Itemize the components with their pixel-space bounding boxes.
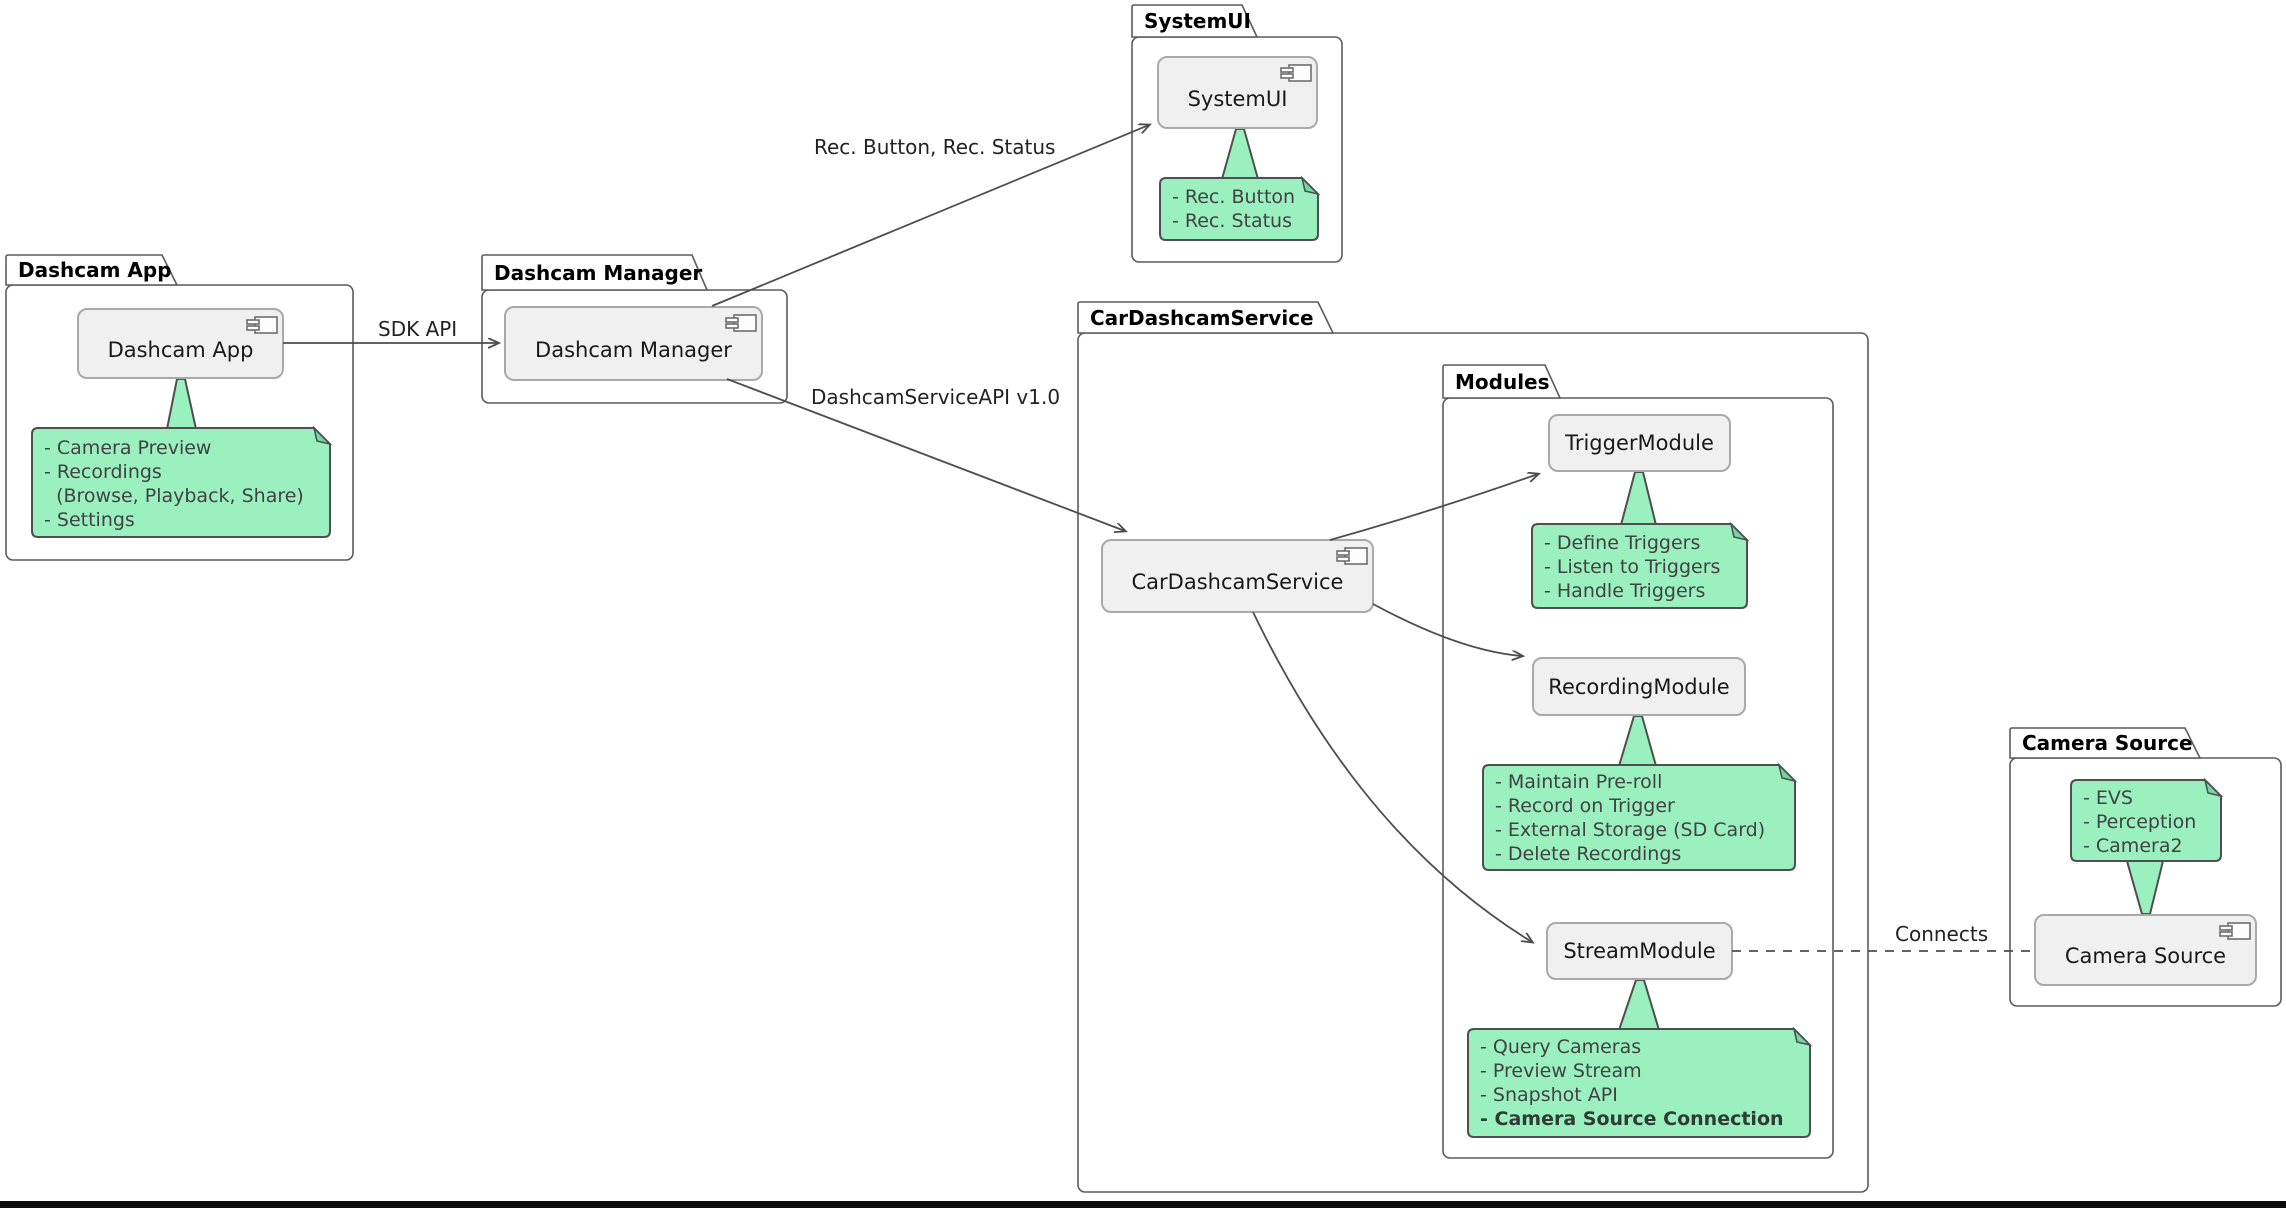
edge-dashcam-service-api <box>726 378 1125 531</box>
package-tab <box>1077 301 1335 334</box>
note-fold-icon <box>1729 521 1750 542</box>
component-label-dashcam-manager: Dashcam Manager <box>535 337 732 362</box>
component-label-car-dashcam-service: CarDashcamService <box>1131 570 1344 594</box>
note-stream-module <box>1467 1028 1811 1138</box>
note-text-trigger-module: - Define Triggers- Listen to Triggers- H… <box>1544 532 1721 602</box>
component-car-dashcam-service <box>1101 539 1374 613</box>
component-label-stream-module: StreamModule <box>1563 939 1716 963</box>
component-label-recording-module: RecordingModule <box>1548 674 1730 699</box>
component-recording-module <box>1532 657 1746 716</box>
note-text-dashcam-app: - Camera Preview- Recordings (Browse, Pl… <box>44 437 304 531</box>
note-recording-module <box>1482 764 1796 871</box>
component-label-camera-source: Camera Source <box>2064 944 2227 968</box>
note-text-camera-source: - EVS- Perception- Camera2 <box>2083 787 2197 857</box>
package-label-modules: Modules <box>1455 369 1550 394</box>
component-systemui <box>1157 56 1318 129</box>
note-fold-icon <box>312 425 333 446</box>
note-fold-icon <box>1777 762 1798 783</box>
package-label-dashcam-manager: Dashcam Manager <box>494 260 703 285</box>
package-tab <box>481 254 709 291</box>
component-icon <box>1280 64 1312 82</box>
note-systemui <box>1159 177 1319 241</box>
note-fold-icon <box>1300 175 1321 196</box>
component-camera-source <box>2034 914 2257 986</box>
component-label-trigger-module: TriggerModule <box>1565 431 1714 455</box>
edge-label-connects: Connects <box>1895 922 1989 946</box>
component-icon <box>2219 922 2251 940</box>
edge-rec-button-status <box>711 125 1149 307</box>
package-tab <box>1442 364 1562 399</box>
note-fold-icon <box>1792 1026 1813 1047</box>
note-trigger-module <box>1531 523 1748 609</box>
edge-to-trigger-module <box>1329 474 1538 541</box>
note-camera-source <box>2070 779 2222 862</box>
component-label-systemui: SystemUI <box>1187 86 1288 111</box>
package-label-car-dashcam-service: CarDashcamService <box>1090 305 1314 330</box>
component-icon <box>725 314 757 332</box>
package-tab <box>5 254 179 286</box>
edge-label-dashcam-service-api: DashcamServiceAPI v1.0 <box>811 385 1061 409</box>
edge-to-stream-module <box>1252 611 1532 942</box>
note-fold-icon <box>2203 777 2224 798</box>
package-label-camera-source: Camera Source <box>2022 731 2193 755</box>
note-text-stream-module: - Query Cameras- Preview Stream- Snapsho… <box>1480 1036 1784 1130</box>
component-trigger-module <box>1548 414 1731 472</box>
package-label-dashcam-app: Dashcam App <box>18 258 172 282</box>
edge-to-recording-module <box>1372 603 1522 656</box>
component-icon <box>246 316 278 334</box>
bottom-divider-bar <box>0 1201 2286 1208</box>
note-dashcam-app <box>31 427 331 538</box>
component-label-dashcam-app: Dashcam App <box>107 337 254 362</box>
component-dashcam-manager <box>504 306 763 381</box>
package-tab <box>2009 727 2202 759</box>
edge-label-rec-button-status: Rec. Button, Rec. Status <box>814 135 1056 159</box>
edge-label-sdk-api: SDK API <box>378 317 458 341</box>
package-label-systemui: SystemUI <box>1144 9 1251 33</box>
note-text-recording-module: - Maintain Pre-roll- Record on Trigger- … <box>1495 771 1766 865</box>
note-text-systemui: - Rec. Button- Rec. Status <box>1172 186 1296 232</box>
component-icon <box>1336 547 1368 565</box>
package-tab <box>1131 4 1259 38</box>
